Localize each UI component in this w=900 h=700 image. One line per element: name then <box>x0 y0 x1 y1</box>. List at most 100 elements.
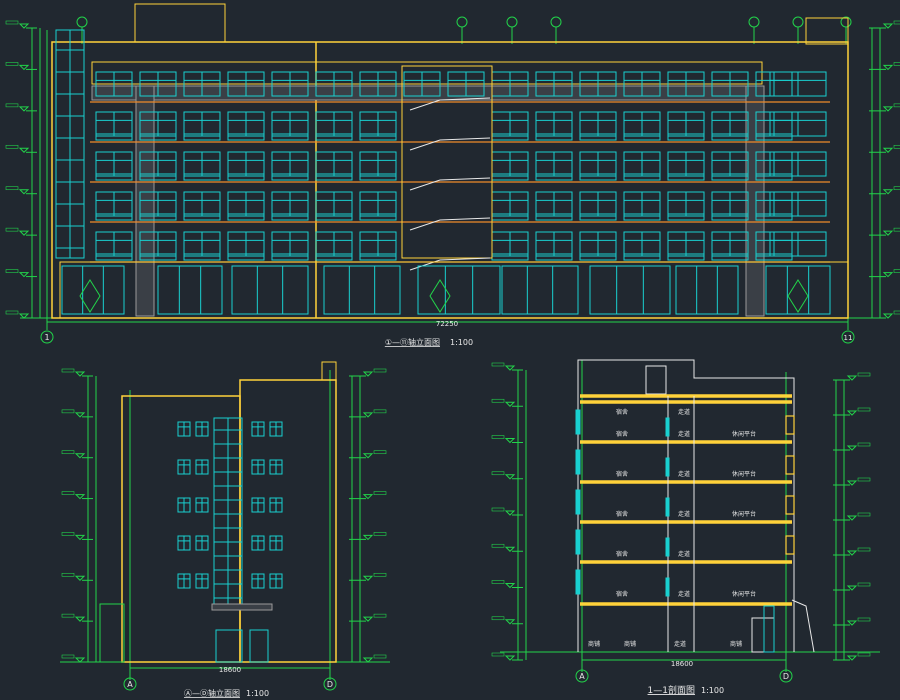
window <box>177 421 191 437</box>
level-marker <box>18 230 30 236</box>
wall-glazing <box>665 537 670 557</box>
window <box>139 231 177 257</box>
room-label: 走道 <box>678 430 690 438</box>
level-text-mark <box>857 407 871 412</box>
balcony-rail <box>579 173 617 181</box>
level-text-mark <box>893 227 900 232</box>
balcony-rail <box>183 253 221 261</box>
side-elevation-overall-dimension: 18600 <box>219 666 241 674</box>
level-text-mark <box>5 269 19 273</box>
roof-stair-door <box>645 365 667 395</box>
ground-door <box>751 617 775 653</box>
window <box>491 231 529 257</box>
room-label: 休闲平台 <box>732 510 756 518</box>
window <box>177 459 191 475</box>
front-elevation-building <box>51 3 849 319</box>
front-elevation-title: ①—⑪轴立面图 <box>385 337 440 347</box>
window <box>535 111 573 137</box>
level-text-mark <box>61 450 75 455</box>
window <box>359 231 397 257</box>
level-marker <box>504 438 516 444</box>
front-elevation-axis-start: 1 <box>40 330 54 344</box>
level-text-mark <box>373 613 387 618</box>
window <box>769 151 827 177</box>
side-elevation-axis-start-label: A <box>127 680 133 689</box>
balcony-rail <box>755 133 793 141</box>
atrium-stair-line <box>409 97 491 111</box>
window <box>667 71 705 97</box>
shopfront <box>765 265 831 315</box>
window <box>579 151 617 177</box>
balcony-rail <box>139 253 177 261</box>
section-right-level-strip <box>833 372 871 661</box>
level-marker <box>846 620 858 626</box>
balcony-rail <box>95 253 133 261</box>
balcony-rail <box>755 253 793 261</box>
wall-glazing <box>575 409 581 435</box>
grid-bubble <box>748 16 760 28</box>
front-left-level-strip <box>5 20 41 319</box>
wall-glazing <box>665 497 670 517</box>
shopfront <box>417 265 501 315</box>
window <box>271 71 309 97</box>
balcony-rail <box>271 173 309 181</box>
level-text-mark <box>61 409 75 414</box>
window <box>183 151 221 177</box>
window <box>667 111 705 137</box>
window <box>95 231 133 257</box>
balcony-rail <box>227 253 265 261</box>
window <box>579 191 617 217</box>
window <box>139 71 177 97</box>
room-label: 商铺 <box>730 640 742 648</box>
level-marker <box>882 106 894 112</box>
window <box>623 111 661 137</box>
level-marker <box>846 550 858 556</box>
window <box>195 421 209 437</box>
level-marker <box>504 474 516 480</box>
balcony-rail <box>359 173 397 181</box>
window <box>315 71 353 97</box>
level-text-mark <box>373 409 387 414</box>
balcony-rail <box>711 213 749 221</box>
window <box>271 151 309 177</box>
level-text-mark <box>373 532 387 536</box>
top-floor-band <box>91 61 763 85</box>
front-elevation-scale: 1:100 <box>450 338 473 347</box>
level-marker <box>882 189 894 195</box>
window <box>359 111 397 137</box>
shopfront <box>323 265 401 315</box>
level-text-mark <box>893 103 900 108</box>
level-marker <box>882 230 894 236</box>
side-right-level-strip <box>349 368 387 663</box>
window <box>667 151 705 177</box>
level-marker <box>846 410 858 416</box>
window <box>195 497 209 513</box>
level-marker <box>18 272 30 278</box>
window <box>711 151 749 177</box>
level-text-mark <box>61 572 75 577</box>
section-overall-dimension: 18600 <box>671 660 693 668</box>
window <box>623 231 661 257</box>
window <box>269 497 283 513</box>
balcony-rail <box>271 213 309 221</box>
level-text-mark <box>857 477 871 482</box>
window <box>95 71 133 97</box>
level-marker <box>362 371 374 377</box>
level-text-mark <box>857 582 871 587</box>
window <box>359 191 397 217</box>
window <box>623 151 661 177</box>
front-right-level-strip <box>869 20 900 319</box>
ground-glazing <box>763 605 775 653</box>
balcony-parapet <box>785 455 795 475</box>
level-text-mark <box>373 450 387 455</box>
entrance-door <box>429 279 451 313</box>
grid-bubble <box>456 16 468 28</box>
window <box>227 151 265 177</box>
building-outline <box>239 379 337 663</box>
level-marker <box>504 619 516 625</box>
side-elevation-dimension-lines <box>60 368 390 680</box>
window <box>95 191 133 217</box>
room-label: 走道 <box>678 550 690 558</box>
level-marker <box>504 546 516 552</box>
balcony-rail <box>667 253 705 261</box>
